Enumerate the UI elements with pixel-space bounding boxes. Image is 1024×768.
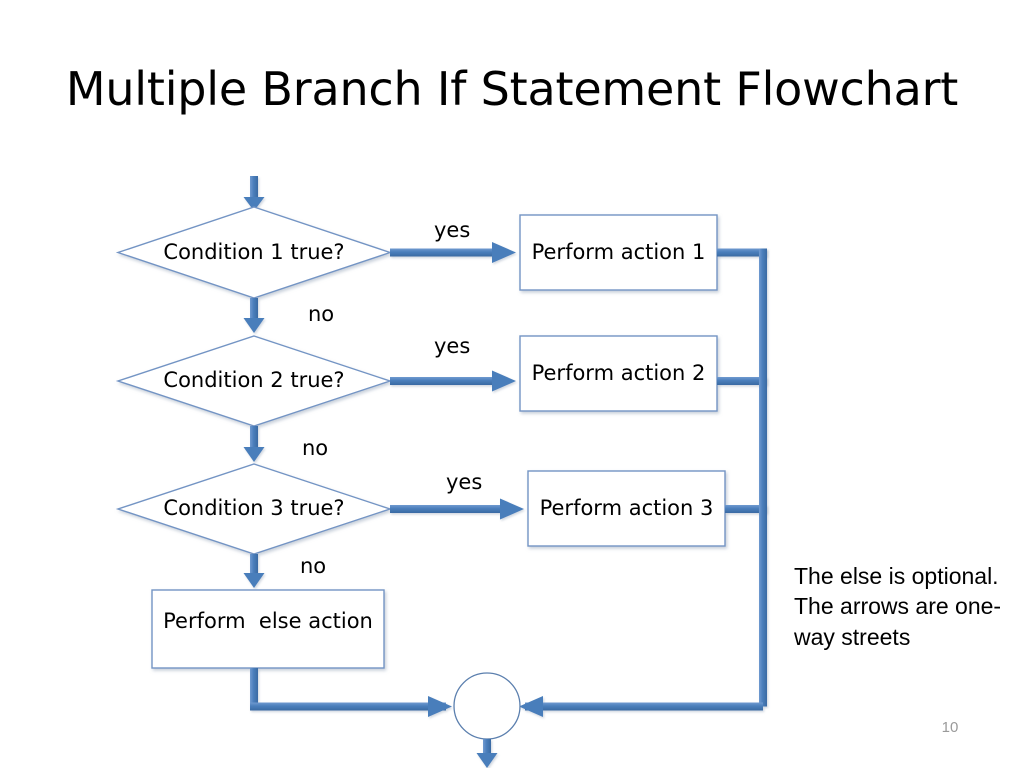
connector-action-1-to-trunk [717,248,767,257]
merge-connector-circle[interactable] [453,672,521,740]
connector-no-1 [243,298,265,333]
connector-no-3 [243,554,265,588]
connector-yes-3 [390,498,524,520]
decision-label-condition-3: Condition 3 true? [163,496,345,520]
exit-arrow [476,739,498,768]
action-label-perform-else-action: Perform else action [163,609,373,633]
action-box-perform-action-2[interactable] [519,335,718,412]
action-label-perform-action-3: Perform action 3 [539,496,714,520]
edge-label-no-3: no [300,554,327,578]
connector-yes-1 [390,242,516,263]
page-title: Multiple Branch If Statement Flowchart [65,62,959,116]
edge-label-no-2: no [302,436,329,460]
entry-arrow [243,176,265,211]
connector-right-trunk [519,248,767,717]
page-number: 10 [941,719,959,736]
connector-yes-2 [390,370,516,392]
action-box-perform-action-1[interactable] [519,214,718,291]
edge-label-yes-3: yes [446,470,483,494]
decision-label-condition-2: Condition 2 true? [163,368,345,392]
action-box-perform-action-3[interactable] [527,470,726,547]
action-label-perform-action-1: Perform action 1 [531,240,706,264]
decision-label-condition-1: Condition 1 true? [163,240,345,264]
connector-action-3-to-trunk [725,505,767,513]
connector-action-2-to-trunk [717,377,767,385]
edge-label-yes-1: yes [434,218,471,242]
side-note-text: The else is optional. The arrows are one… [794,563,1002,650]
action-box-perform-else-action[interactable] [151,589,385,669]
connector-no-2 [243,426,265,462]
edge-label-yes-2: yes [434,334,471,358]
edge-label-no-1: no [308,302,335,326]
connector-else-to-merge [250,668,452,717]
action-label-perform-action-2: Perform action 2 [531,361,706,385]
